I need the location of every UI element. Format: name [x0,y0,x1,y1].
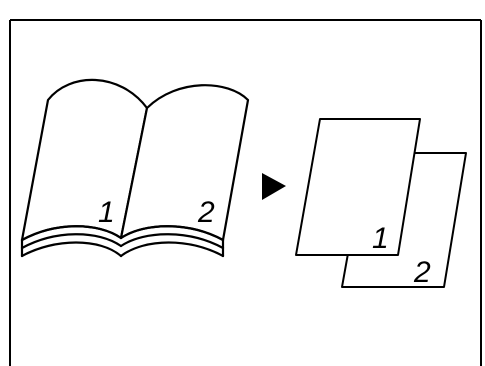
book-left-page-edges [20,225,123,258]
book-side-edges [20,238,225,258]
front-sheet [295,118,421,256]
book-right-page-edges [119,225,225,258]
panel-border [9,19,482,366]
open-book [20,78,250,258]
back-sheet-number: 2 [413,256,431,289]
book-right-page-number: 2 [197,196,215,229]
front-sheet-number: 1 [372,222,389,255]
triangle-right-icon [262,173,286,200]
book-left-page-number: 1 [98,196,115,229]
